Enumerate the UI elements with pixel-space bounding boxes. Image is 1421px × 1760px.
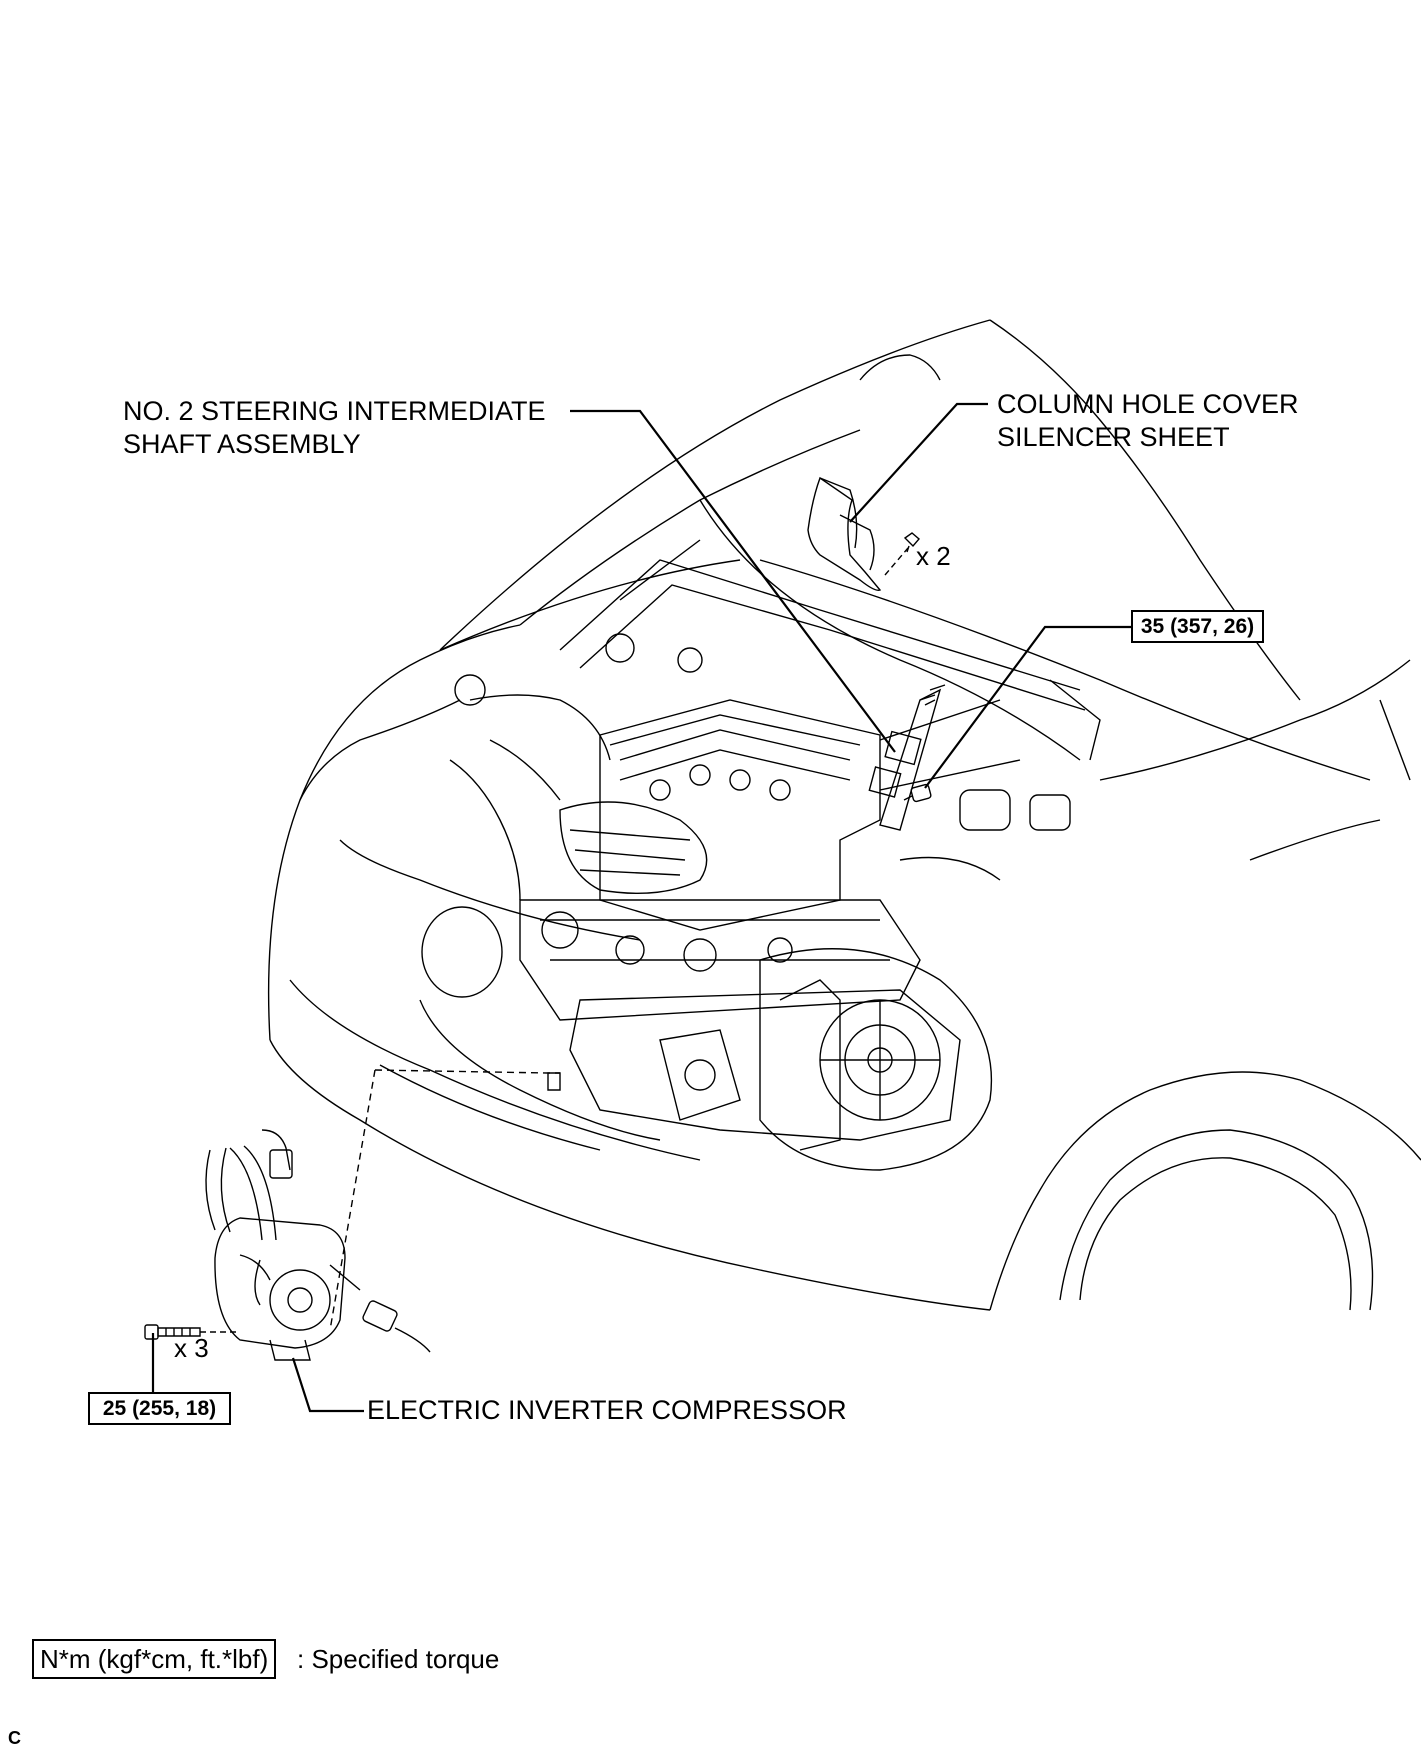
bolt-quantity: x 3 xyxy=(174,1333,209,1363)
steering-shaft-label-line1: NO. 2 STEERING INTERMEDIATE xyxy=(123,396,546,426)
compressor-illustration xyxy=(205,1129,431,1361)
compressor-label: ELECTRIC INVERTER COMPRESSOR xyxy=(367,1395,847,1425)
locator-dashed-line-top xyxy=(374,1069,560,1074)
column-cover-leader-line xyxy=(849,402,988,523)
locator-dashed-line-left xyxy=(329,1069,376,1331)
torque-legend-box: N*m (kgf*cm, ft.*lbf) xyxy=(32,1639,277,1679)
silencer-sheet-illustration xyxy=(807,476,882,591)
clip-quantity: x 2 xyxy=(916,541,951,571)
steering-bolt-icon xyxy=(903,783,932,803)
steering-bolt-torque-box: 35 (357, 26) xyxy=(1131,610,1264,643)
compressor-leader-line xyxy=(291,1357,364,1413)
vehicle-body-outline xyxy=(267,319,1421,1311)
compressor-bolt-icon xyxy=(144,1324,201,1340)
compressor-bolt-torque-box: 25 (255, 18) xyxy=(88,1392,231,1425)
column-cover-label-line1: COLUMN HOLE COVER xyxy=(997,389,1299,419)
column-cover-label-line2: SILENCER SHEET xyxy=(997,422,1230,452)
leader-lines xyxy=(151,402,1132,1413)
steering-shaft-leader-line xyxy=(570,409,896,753)
corner-code: C xyxy=(8,1728,21,1748)
compressor-mount-marker xyxy=(547,1072,561,1091)
cowl-area xyxy=(559,539,1101,831)
steering-shaft-illustration xyxy=(868,684,946,831)
clip-dashed-line xyxy=(884,547,909,576)
engine-assembly xyxy=(449,633,1021,1171)
steering-torque-leader-line xyxy=(924,625,1132,789)
steering-shaft-label-line2: SHAFT ASSEMBLY xyxy=(123,429,361,459)
torque-legend-description: : Specified torque xyxy=(297,1644,500,1674)
